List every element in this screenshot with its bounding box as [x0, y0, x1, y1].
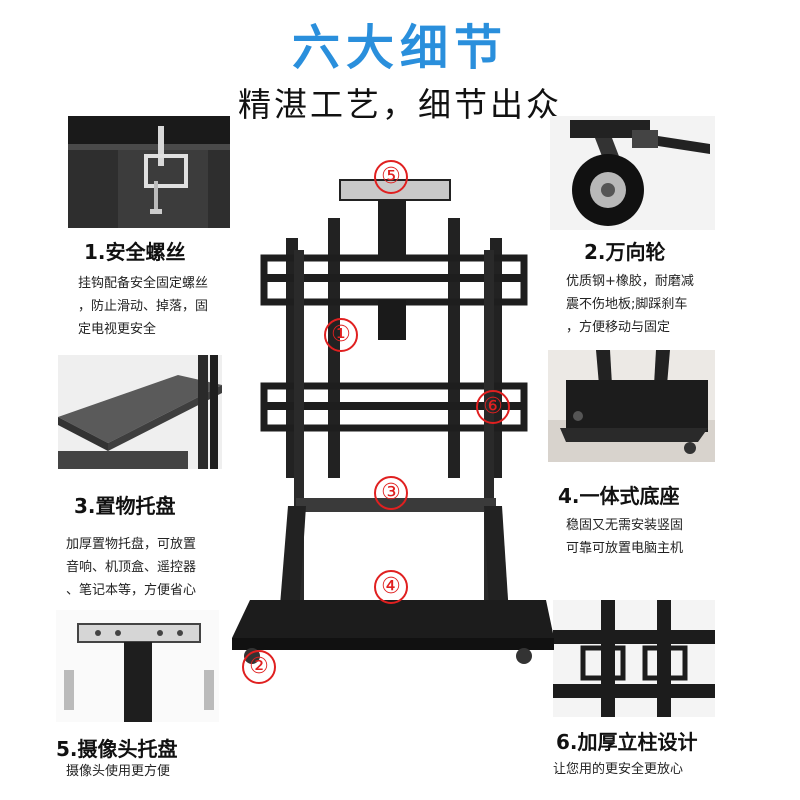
marker-6: ⑥ — [476, 390, 510, 424]
feature-5-desc: 摄像头使用更方便 — [66, 764, 171, 779]
integrated-base-photo — [548, 350, 715, 462]
page-title: 六大细节 — [291, 20, 508, 76]
camera-tray-photo — [56, 610, 219, 722]
thick-column-photo — [553, 600, 715, 717]
marker-1: ① — [324, 318, 358, 352]
feature-5-title: 5.摄像头托盘 — [56, 737, 178, 761]
marker-5: ⑤ — [374, 160, 408, 194]
page-subtitle: 精湛工艺，细节出众 — [238, 85, 562, 124]
marker-4: ④ — [374, 570, 408, 604]
marker-2: ② — [242, 650, 276, 684]
marker-3: ③ — [374, 476, 408, 510]
feature-1-title: 1.安全螺丝 — [84, 240, 186, 264]
caster-wheel-photo — [550, 116, 715, 230]
feature-6-desc: 让您用的更安全更放心 — [553, 762, 684, 777]
feature-3-title: 3.置物托盘 — [74, 494, 176, 518]
feature-2-desc: 优质钢+橡胶，耐磨减 震不伤地板;脚踩刹车 ，方便移动与固定 — [566, 274, 694, 335]
feature-3-desc: 加厚置物托盘，可放置 音响、机顶盒、遥控器 、笔记本等，方便省心 — [66, 537, 197, 598]
safety-screw-photo — [68, 116, 230, 228]
storage-tray-photo — [58, 355, 222, 469]
feature-4-title: 4.一体式底座 — [558, 484, 680, 508]
feature-6-title: 6.加厚立柱设计 — [556, 730, 698, 754]
feature-4-desc: 稳固又无需安装竖固 可靠可放置电脑主机 — [566, 518, 684, 556]
feature-1-desc: 挂钩配备安全固定螺丝 ，防止滑动、掉落，固 定电视更安全 — [78, 276, 209, 337]
feature-2-title: 2.万向轮 — [584, 240, 666, 264]
